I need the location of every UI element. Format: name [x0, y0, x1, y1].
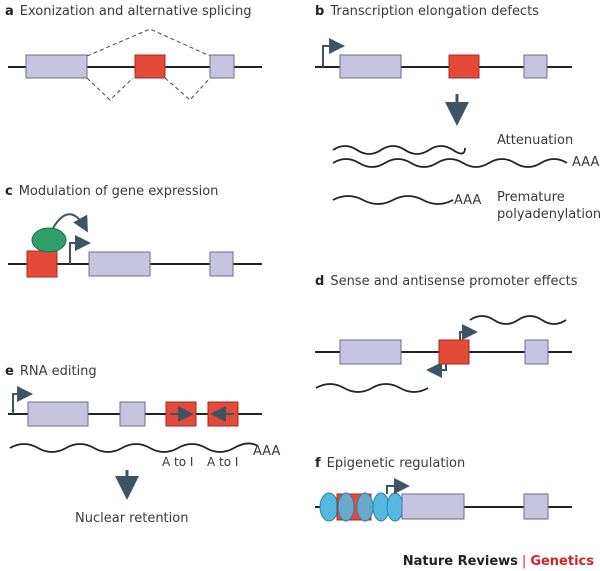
panel-b-title: Transcription elongation defects — [329, 4, 539, 19]
panel-c-curved-arrow — [52, 213, 88, 233]
panel-b-transcript-full — [332, 158, 568, 168]
panel-b-exon-2 — [523, 54, 548, 79]
panel-a: a Exonization and alternative splicing — [5, 4, 262, 101]
panel-f-letter: f — [315, 456, 321, 471]
panel-c-repeat — [26, 250, 58, 278]
panel-e-aaa: AAA — [253, 444, 281, 459]
panel-b-letter: b — [315, 4, 324, 19]
panel-d-exon-2 — [524, 339, 549, 365]
panel-f: f Epigenetic regulation — [315, 456, 572, 522]
panel-f-histone-5 — [386, 492, 404, 522]
panel-c-letter: c — [5, 184, 13, 199]
panel-a-repeat-exon — [134, 54, 166, 79]
panel-d-sense-transcript — [469, 315, 567, 325]
panel-d-exon-1 — [339, 339, 402, 365]
panel-e-exon-1 — [27, 401, 89, 427]
panel-f-exon-1 — [401, 493, 465, 520]
panel-e-letter: e — [5, 364, 14, 379]
panel-a-splice-below-right — [164, 77, 211, 101]
panel-f-exon-2 — [523, 493, 549, 520]
panel-e-a-to-i-1: A to I — [162, 455, 193, 469]
panel-a-splice-above — [86, 28, 211, 57]
panel-b-polyadenylation-label: polyadenylation — [497, 207, 600, 222]
panel-e: e RNA editing AAA A to I A to I Nuclear r… — [5, 364, 281, 526]
panel-f-histone-2 — [337, 492, 355, 522]
panel-b-aaa-2: AAA — [454, 193, 482, 208]
panel-c-title: Modulation of gene expression — [19, 184, 219, 199]
panel-d-letter: d — [315, 274, 324, 289]
panel-d-repeat — [438, 339, 470, 365]
panel-a-exon-2 — [209, 54, 235, 79]
panel-f-title: Epigenetic regulation — [327, 456, 466, 471]
panel-e-title: RNA editing — [20, 364, 97, 379]
panel-d-antisense-transcript — [315, 383, 429, 393]
panel-d-title: Sense and antisense promoter effects — [330, 274, 577, 289]
panel-b-premature-label: Premature — [497, 190, 565, 205]
panel-c-protein — [31, 227, 67, 253]
credit-journal: Nature Reviews — [403, 554, 518, 569]
panel-d: d Sense and antisense promoter effects — [315, 274, 578, 393]
panel-e-nuclear-retention: Nuclear retention — [75, 511, 188, 526]
panel-b-repeat — [448, 54, 480, 79]
panel-a-title: Exonization and alternative splicing — [20, 4, 252, 19]
panel-b-transcript-attenuated — [332, 145, 466, 155]
panel-c: c Modulation of gene expression — [5, 184, 262, 278]
panel-b-transcript-premature — [332, 195, 454, 205]
panel-a-splice-below-left — [86, 77, 134, 101]
panel-b-exon-1 — [339, 54, 402, 79]
panel-e-a-to-i-2: A to I — [207, 455, 238, 469]
panel-e-promoter-arrow — [12, 386, 33, 414]
panel-f-promoter-arrow — [386, 478, 410, 494]
panel-b-promoter-arrow — [322, 38, 345, 67]
panel-b: b Transcription elongation defects Attenu… — [315, 4, 600, 222]
panel-c-exon-2 — [209, 251, 234, 277]
panel-b-aaa-1: AAA — [572, 155, 600, 170]
panel-b-attenuation-label: Attenuation — [497, 133, 573, 148]
panel-d-antisense-arrow — [426, 362, 447, 378]
panel-d-sense-arrow — [459, 324, 478, 340]
panel-e-exon-2 — [119, 401, 146, 427]
credit-section: Genetics — [530, 554, 594, 569]
panel-a-letter: a — [5, 4, 14, 19]
journal-credit: Nature Reviews | Genetics — [403, 554, 595, 569]
credit-separator: | — [522, 554, 526, 569]
panel-f-histone-1 — [319, 492, 339, 522]
panel-c-promoter-arrow — [69, 235, 91, 264]
panel-e-transcript — [9, 442, 259, 453]
panel-a-exon-1 — [25, 54, 88, 79]
panel-f-histone-3 — [356, 492, 374, 522]
panel-c-exon-1 — [88, 251, 151, 277]
